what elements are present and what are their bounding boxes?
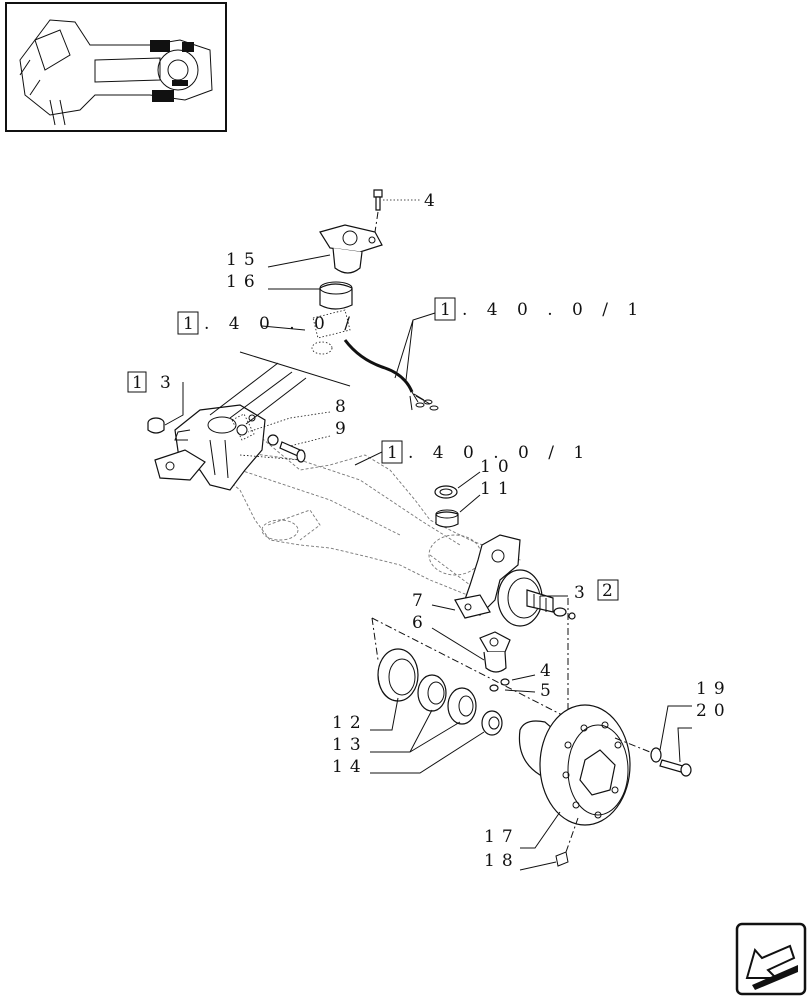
- callout-1-3-box: [127, 371, 147, 393]
- bolt-item-4-top: [373, 189, 383, 233]
- left-steering-knuckle: [154, 404, 266, 491]
- bolt-item-9: [279, 441, 306, 463]
- bearing-item-13b: [447, 687, 477, 725]
- ref-c-box-text: 1: [387, 443, 405, 463]
- right-steering-knuckle: [454, 534, 576, 627]
- leader-lines: [164, 199, 692, 871]
- ref-b-box-text: 1: [440, 300, 458, 320]
- cover-item-6: [479, 631, 511, 673]
- callout-3-2-a: 3: [574, 583, 592, 603]
- ref-link-1-40-0-1-top[interactable]: 1 . 4 0 . 0 / 1: [434, 297, 645, 321]
- ref-c-rest-text: . 4 0 . 0 / 1: [408, 443, 591, 463]
- ref-a-box-text: 1: [183, 314, 201, 334]
- ring-item-14: [481, 710, 503, 736]
- previous-page-arrow-icon[interactable]: [735, 922, 807, 996]
- callout-19: 19: [696, 679, 732, 699]
- callout-labels: 4 15 16 1 3 8 9 10 11 7 6 3 2 4 5 12 13 …: [127, 191, 732, 871]
- seal-parts-ghost: [231, 309, 351, 461]
- callout-11: 11: [480, 479, 516, 499]
- seal-item-12: [377, 648, 419, 702]
- ref-a-rest-text: . 4 0 . 0 /: [204, 314, 357, 334]
- callout-17: 17: [484, 827, 520, 847]
- callout-4-top: 4: [424, 191, 442, 211]
- axle-housing: [199, 419, 521, 601]
- ref-b-rest-text: . 4 0 . 0 / 1: [462, 300, 645, 320]
- bearing-item-16: [319, 281, 353, 310]
- callout-7: 7: [412, 591, 430, 611]
- ref-link-1-40-0-1-mid[interactable]: 1 . 4 0 . 0 / 1: [381, 440, 591, 464]
- hub-item-17: [518, 704, 631, 826]
- callout-3-2-box: [597, 579, 619, 601]
- dashed-boundary-left: [371, 617, 379, 661]
- callout-15: 15: [226, 250, 262, 270]
- callout-12: 12: [332, 713, 368, 733]
- callout-16: 16: [226, 272, 262, 292]
- callout-1-3-b: 3: [160, 373, 178, 393]
- callout-1-3-a: 1: [132, 373, 150, 393]
- washer-item-10: [434, 485, 458, 499]
- callout-10: 10: [480, 457, 516, 477]
- callout-3-2-b: 2: [602, 581, 620, 601]
- bolt-item-20: [614, 737, 692, 777]
- callout-8: 8: [335, 397, 353, 417]
- thumbnail-inset: [5, 2, 227, 132]
- bush-item-11: [435, 509, 459, 528]
- bolt-item-4-low: [500, 678, 510, 686]
- callout-18: 18: [484, 851, 520, 871]
- bolt-item-5: [489, 684, 499, 692]
- bolt-item-8: [267, 434, 279, 446]
- callout-5: 5: [540, 681, 558, 701]
- axis-line-top: [239, 351, 351, 387]
- sensor-cable: [343, 339, 439, 411]
- stud-item-18: [555, 817, 579, 867]
- callout-9: 9: [335, 419, 353, 439]
- callout-14: 14: [332, 757, 368, 777]
- kingpin-guide-lines: [209, 362, 307, 425]
- cover-item-15: [319, 224, 383, 274]
- callout-20: 20: [696, 701, 732, 721]
- ref-link-1-40-0-a[interactable]: 1 . 4 0 . 0 /: [177, 311, 357, 335]
- dashed-boundary-top: [371, 617, 569, 719]
- callout-13: 13: [332, 735, 368, 755]
- axle-assembly-thumbnail: [19, 19, 213, 126]
- cap-item-3: [147, 417, 165, 434]
- callout-6: 6: [412, 613, 430, 633]
- washer-item-19: [650, 747, 662, 763]
- bearing-item-13a: [417, 674, 447, 712]
- callout-4-low: 4: [540, 661, 558, 681]
